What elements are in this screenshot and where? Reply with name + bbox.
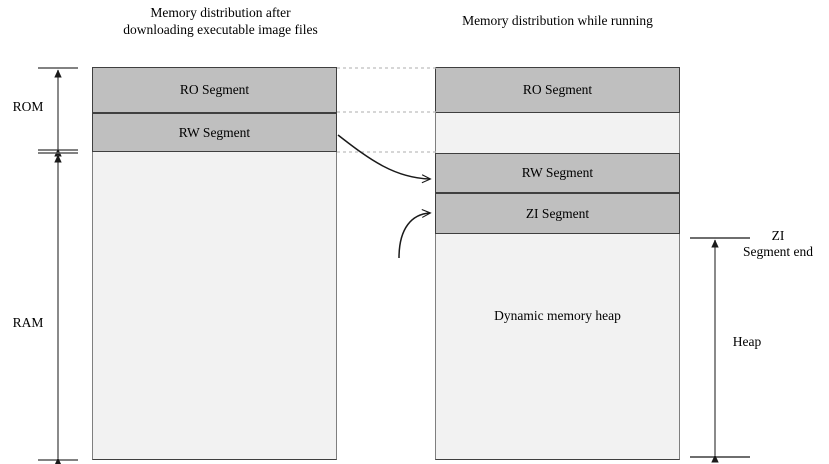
right-diagram-title: Memory distribution while running bbox=[462, 13, 653, 28]
right-zi-segment-label: ZI Segment bbox=[525, 205, 590, 221]
left-ro-segment-label: RO Segment bbox=[179, 82, 250, 97]
heap-measure-label: Heap bbox=[732, 334, 762, 349]
right-heap-area[interactable]: Dynamic memory heap bbox=[435, 234, 680, 460]
right-zi-segment[interactable]: ZI Segment bbox=[435, 193, 680, 234]
left-free-memory-area[interactable] bbox=[92, 152, 337, 460]
ram-dimension bbox=[38, 152, 78, 464]
right-ro-segment-label: RO Segment bbox=[522, 82, 593, 97]
right-rw-segment-label: RW Segment bbox=[521, 165, 594, 180]
right-ro-segment[interactable]: RO Segment bbox=[435, 67, 680, 113]
left-memory-block: RO Segment RW Segment bbox=[92, 67, 337, 460]
left-ro-segment[interactable]: RO Segment bbox=[92, 67, 337, 113]
rw-relocation-connector bbox=[337, 134, 430, 179]
left-rw-segment-label: RW Segment bbox=[178, 124, 251, 140]
right-memory-block: RO Segment RW Segment ZI Segment Dynamic… bbox=[435, 67, 680, 460]
left-diagram-title: Memory distribution after downloading ex… bbox=[123, 5, 318, 37]
right-heap-label: Dynamic memory heap bbox=[494, 308, 621, 323]
rom-measure-label: ROM bbox=[12, 99, 44, 114]
ram-measure-label: RAM bbox=[12, 315, 44, 330]
right-rw-segment[interactable]: RW Segment bbox=[435, 153, 680, 193]
left-rw-segment[interactable]: RW Segment bbox=[92, 113, 337, 152]
zi-creation-connector bbox=[398, 213, 430, 259]
guide-lines bbox=[337, 67, 437, 153]
zi-segment-end-label: ZI Segment end bbox=[742, 228, 814, 259]
right-gap-area[interactable] bbox=[435, 113, 680, 153]
